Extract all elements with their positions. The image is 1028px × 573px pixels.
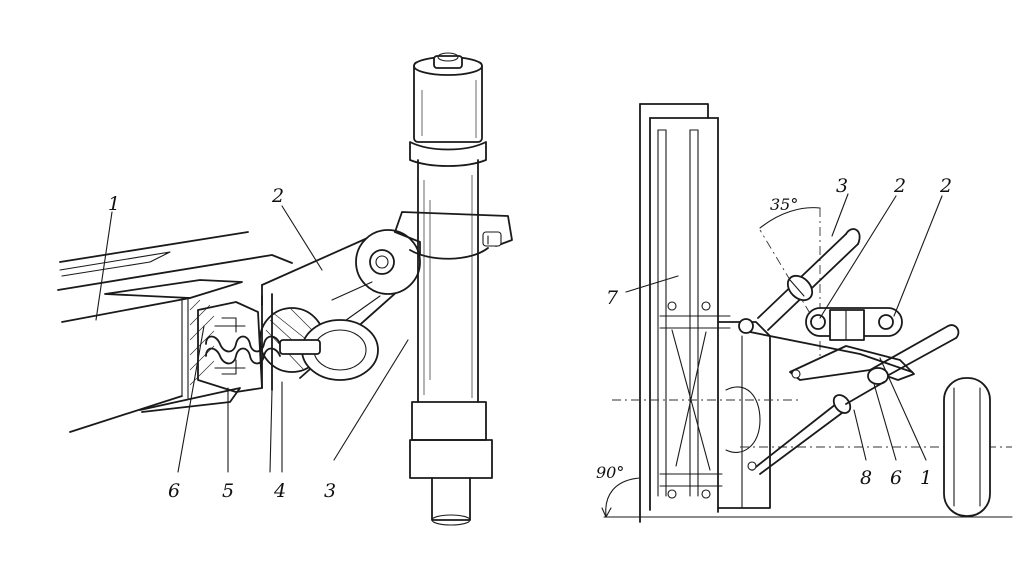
spring-hub-assembly	[197, 293, 379, 393]
label-7-right: 7	[606, 287, 619, 309]
angle-90-arc	[605, 477, 641, 517]
angle-35-arc	[759, 207, 821, 229]
vertical-column	[409, 52, 493, 526]
linkage-rods	[738, 228, 960, 475]
label-2-left: 2	[271, 185, 284, 207]
label-1-left: 1	[108, 193, 120, 215]
label-1-right: 1	[920, 467, 932, 489]
wheel	[943, 377, 991, 517]
label-2-right-a: 2	[893, 175, 906, 197]
label-2-right-b: 2	[939, 175, 952, 197]
label-8-right: 8	[860, 467, 872, 489]
label-5-left: 5	[222, 480, 234, 502]
left-figure: 1 2 3 4 5 6	[57, 52, 513, 526]
left-leader-lines	[95, 205, 409, 473]
label-6-left: 6	[168, 480, 180, 502]
angle-35-label: 35°	[770, 195, 798, 214]
label-4-left: 4	[273, 480, 286, 502]
mast-frame	[639, 103, 771, 523]
column-clamp	[394, 211, 513, 260]
right-leader-lines	[625, 193, 943, 461]
frame-beam	[57, 231, 293, 433]
angle-90-label: 90°	[596, 463, 624, 482]
right-figure: 3 2 2 7 8 6 1 35° 90°	[596, 103, 1013, 523]
label-3-right: 3	[836, 175, 848, 197]
angle-90-arrow	[601, 507, 612, 518]
label-6-right: 6	[890, 467, 902, 489]
label-3-left: 3	[324, 480, 336, 502]
